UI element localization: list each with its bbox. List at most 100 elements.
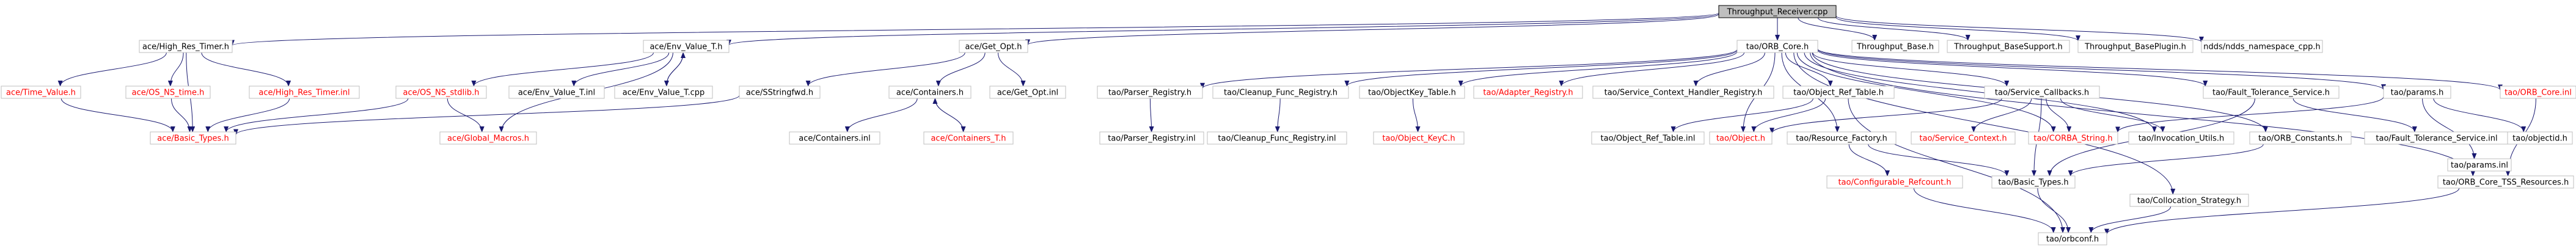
node-n-orb-core-inl[interactable]: tao/ORB_Core.inl	[2500, 85, 2576, 99]
edge-n_sstring-to-n_basic_types_ace	[233, 95, 740, 136]
node-n-envT-cpp[interactable]: ace/Env_Value_T.cpp	[614, 85, 713, 99]
node-box	[2129, 194, 2249, 207]
edge-line	[1835, 15, 2204, 43]
node-n-os-ns-stdlib[interactable]: ace/OS_NS_stdlib.h	[395, 85, 487, 99]
node-n-envT-h[interactable]: ace/Env_Value_T.h	[643, 40, 730, 53]
edge-line	[1344, 49, 1738, 87]
node-n-cleanup-reg-inl[interactable]: tao/Cleanup_Func_Registry.inl	[1207, 131, 1347, 145]
node-box	[1099, 131, 1204, 145]
node-n-parser-reg-inl[interactable]: tao/Parser_Registry.inl	[1099, 131, 1204, 145]
node-label: tao/ORB_Core_TSS_Resources.h	[2443, 178, 2569, 187]
node-n-orbconf-h[interactable]: tao/orbconf.h	[2038, 232, 2107, 246]
edge-n_orb_constants_h-to-n_basic_types_tao	[2068, 144, 2264, 176]
node-box	[1592, 85, 1774, 99]
edge-line	[1848, 98, 2066, 233]
node-n-containers-inl[interactable]: ace/Containers.inl	[789, 131, 880, 145]
node-n-object-h[interactable]: tao/Object.h	[1709, 131, 1773, 145]
edge-line	[1693, 52, 1765, 87]
node-n-objkey-table-h[interactable]: tao/ObjectKey_Table.h	[1359, 85, 1465, 99]
node-n-objectid-h[interactable]: tao/objectid.h	[2507, 131, 2573, 145]
edge-n_configurable_refcount_h-to-n_orbconf_h	[1913, 187, 2056, 233]
node-n-svc-ctx-reg-h[interactable]: tao/Service_Context_Handler_Registry.h	[1592, 85, 1774, 99]
node-n-basic-types-tao[interactable]: tao/Basic_Types.h	[1991, 175, 2076, 189]
node-n-configurable-refcount-h[interactable]: tao/Configurable_Refcount.h	[1826, 175, 1963, 189]
node-label: Throughput_Receiver.cpp	[1727, 8, 1828, 17]
node-n-envT-inl[interactable]: ace/Env_Value_T.inl	[508, 85, 605, 99]
node-n-params-inl[interactable]: tao/params.inl	[2447, 158, 2512, 172]
node-n-sstring[interactable]: ace/SStringfwd.h	[739, 85, 821, 99]
edge-line	[2422, 98, 2477, 159]
node-n-adapter-reg-h[interactable]: tao/Adapter_Registry.h	[1473, 85, 1583, 99]
edge-n_orb_core_h-to-n_objref_table_h	[1785, 52, 1833, 87]
edge-root-to-n_envT_h	[726, 13, 1719, 46]
node-label: tao/Parser_Registry.inl	[1108, 134, 1196, 144]
node-label: tao/Parser_Registry.h	[1108, 89, 1191, 98]
node-box	[2038, 232, 2107, 246]
node-n-objref-table-inl[interactable]: tao/Object_Ref_Table.inl	[1591, 131, 1705, 145]
node-box	[989, 85, 1066, 99]
node-n-time-value[interactable]: ace/Time_Value.h	[1, 85, 81, 99]
edge-line	[224, 98, 409, 133]
node-n-ft-service-inl[interactable]: tao/Fault_Tolerance_Service.inl	[2364, 131, 2509, 145]
node-root: Throughput_Receiver.cpp	[1718, 5, 1837, 18]
node-n-objkey-C[interactable]: tao/Object_KeyC.h	[1373, 131, 1465, 145]
node-n-parser-reg-h[interactable]: tao/Parser_Registry.h	[1097, 85, 1203, 99]
node-n-ft-service-h[interactable]: tao/Fault_Tolerance_Service.h	[2203, 85, 2340, 99]
edge-root-to-n_tp_base	[1798, 17, 1878, 41]
node-n-orb-core-tss-h[interactable]: tao/ORB_Core_TSS_Resources.h	[2437, 175, 2574, 189]
node-label: tao/objectid.h	[2512, 134, 2567, 144]
edge-n_getopt_h-to-n_containers_h	[935, 52, 986, 87]
node-label: tao/ORB_Core.inl	[2505, 89, 2572, 98]
node-n-service-context-h[interactable]: tao/Service_Context.h	[1911, 131, 2016, 145]
node-n-basic-types-ace[interactable]: ace/Basic_Types.h	[150, 131, 236, 145]
edge-n_collocation_strategy_h-to-n_orbconf_h	[2088, 206, 2172, 233]
node-n-corba-string-h[interactable]: tao/CORBA_String.h	[2028, 131, 2118, 145]
node-n-collocation-strategy-h[interactable]: tao/Collocation_Strategy.h	[2129, 194, 2249, 207]
node-n-getopt-h[interactable]: ace/Get_Opt.h	[959, 40, 1028, 53]
node-n-hrt-inl[interactable]: ace/High_Res_Timer.inl	[249, 85, 360, 99]
edge-line	[844, 98, 918, 133]
node-n-params-h[interactable]: tao/params.h	[2383, 85, 2451, 99]
node-n-tp-support[interactable]: Throughput_BaseSupport.h	[1947, 40, 2070, 53]
node-label: ndds/ndds_namespace_cpp.h	[2203, 43, 2320, 52]
edge-n_params_h-to-n_objectid_h	[2433, 98, 2527, 133]
edge-root-to-n_getopt_h	[1025, 13, 1719, 46]
node-box	[2201, 40, 2323, 53]
edge-n_orb_core_tss_h-to-n_orbconf_h	[2104, 187, 2460, 235]
node-n-svc-callbacks-h[interactable]: tao/Service_Callbacks.h	[1984, 85, 2100, 99]
node-label: tao/Object_Ref_Table.inl	[1601, 134, 1696, 144]
node-n-containers-T[interactable]: ace/Containers_T.h	[923, 131, 1014, 145]
node-n-cleanup-reg-h[interactable]: tao/Cleanup_Func_Registry.h	[1212, 85, 1349, 99]
edge-n_envT_h-to-n_envT_inl	[571, 52, 670, 87]
edge-line	[1559, 52, 1745, 87]
node-box	[1709, 131, 1773, 145]
node-label: ace/Containers.inl	[799, 134, 870, 144]
edge-line	[2068, 144, 2264, 176]
node-n-ndds-ns[interactable]: ndds/ndds_namespace_cpp.h	[2201, 40, 2323, 53]
node-n-containers-h[interactable]: ace/Containers.h	[888, 85, 971, 99]
node-n-tp-plugin[interactable]: Throughput_BasePlugin.h	[2077, 40, 2194, 53]
node-label: ace/OS_NS_stdlib.h	[403, 89, 480, 98]
node-box	[2447, 158, 2512, 172]
edge-n_svc_callbacks_h-to-n_object_h	[1769, 98, 2002, 134]
node-n-orb-constants-h[interactable]: tao/ORB_Constants.h	[2249, 131, 2352, 145]
edge-n_os_ns_stdlib-to-n_basic_types_ace	[224, 98, 409, 133]
node-n-objref-table-h[interactable]: tao/Object_Ref_Table.h	[1782, 85, 1895, 99]
node-n-global-macros[interactable]: ace/Global_Macros.h	[439, 131, 537, 145]
node-n-invocation-utils-h[interactable]: tao/Invocation_Utils.h	[2128, 131, 2234, 145]
node-n-resource-factory-h[interactable]: tao/Resource_Factory.h	[1787, 131, 1897, 145]
node-n-hrt-h[interactable]: ace/High_Res_Timer.h	[139, 40, 233, 53]
node-n-tp-base[interactable]: Throughput_Base.h	[1851, 40, 1939, 53]
edge-line	[1670, 98, 1813, 133]
node-n-getopt-inl[interactable]: ace/Get_Opt.inl	[989, 85, 1066, 99]
node-n-orb-core-h[interactable]: tao/ORB_Core.h	[1736, 40, 1818, 53]
node-box	[1207, 131, 1347, 145]
edge-n_svc_callbacks_h-to-n_corba_string_h	[2046, 98, 2072, 133]
node-label: ace/Env_Value_T.inl	[518, 89, 595, 98]
node-label: tao/Fault_Tolerance_Service.inl	[2376, 134, 2497, 144]
edge-line	[1458, 51, 1738, 87]
node-box	[395, 85, 487, 99]
node-n-os-ns-time[interactable]: ace/OS_NS_time.h	[125, 85, 211, 99]
node-box	[1947, 40, 2070, 53]
